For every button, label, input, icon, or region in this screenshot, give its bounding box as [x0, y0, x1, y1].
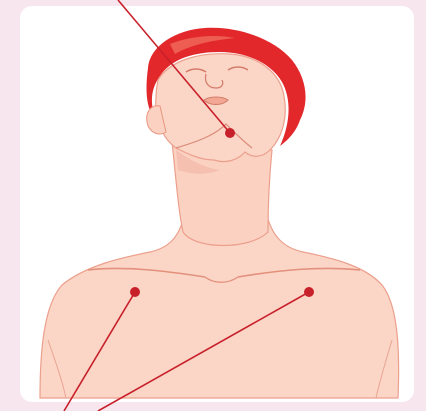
pointer-dot-left-collarbone [130, 287, 140, 297]
pointer-dot-chin [225, 128, 235, 138]
face-shape [156, 54, 286, 162]
pointer-dot-right-collarbone [304, 287, 314, 297]
